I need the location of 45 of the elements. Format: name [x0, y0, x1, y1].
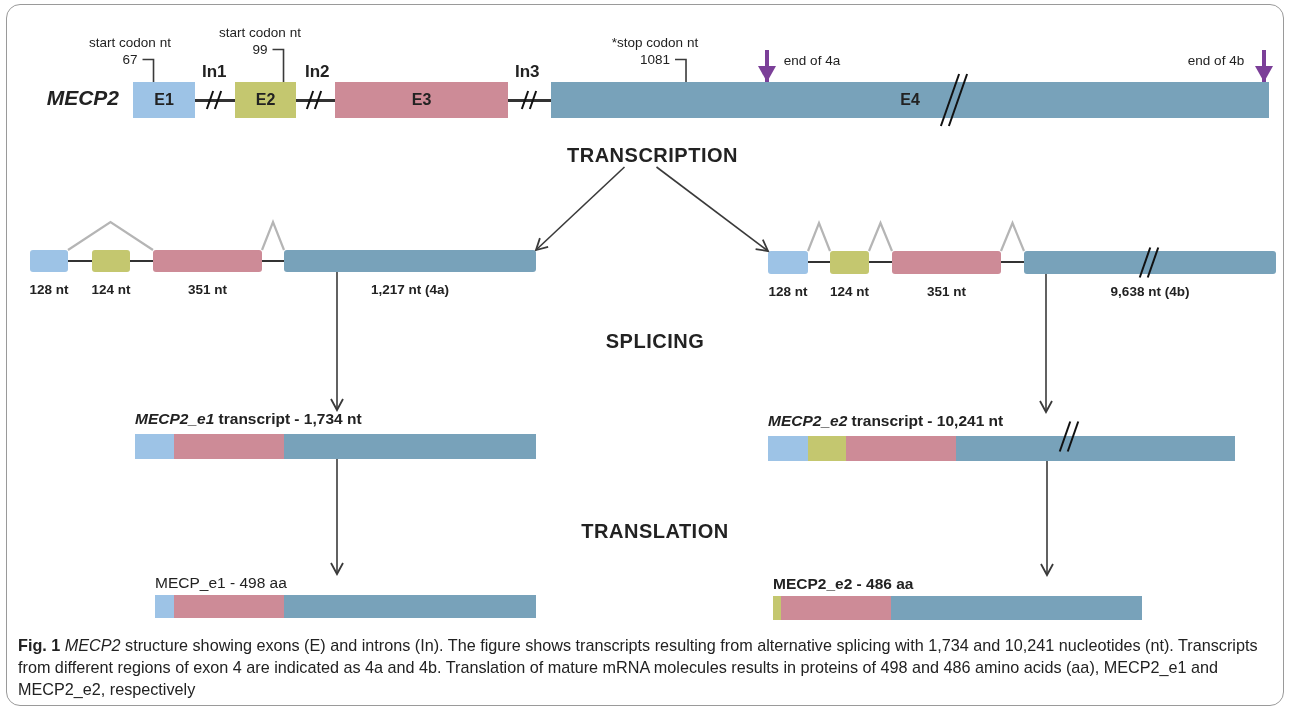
callout-text: end of 4a	[780, 52, 844, 69]
length-label: 9,638 nt (4b)	[1110, 284, 1190, 299]
callout-text: start codon nt 99	[218, 24, 302, 58]
leader-line	[271, 48, 285, 83]
length-label: 351 nt	[188, 282, 227, 297]
exon-box: E2	[235, 82, 296, 118]
intron-label: In2	[305, 62, 330, 82]
splice-line	[806, 220, 832, 252]
length-label: 351 nt	[927, 284, 966, 299]
length-label: 124 nt	[830, 284, 869, 299]
callout-text: *stop codon nt 1081	[608, 34, 702, 68]
callout-text: end of 4b	[1184, 52, 1248, 69]
intron-label: In1	[202, 62, 227, 82]
splice-line	[260, 219, 286, 251]
length-label: 128 nt	[29, 282, 69, 297]
arrow	[330, 458, 344, 575]
arrow	[758, 50, 776, 82]
exon-box: E1	[133, 82, 195, 118]
exon-box: E3	[335, 82, 508, 118]
intron-label: In3	[515, 62, 540, 82]
process-label: TRANSLATION	[580, 520, 730, 543]
protein-title: MECP2_e2 - 486 aa	[773, 575, 914, 593]
leader-line	[674, 58, 687, 83]
arrow	[655, 166, 769, 252]
splice-line	[1000, 220, 1025, 252]
transcript-title: MECP2_e1 transcript - 1,734 nt	[135, 410, 362, 428]
length-label: 1,217 nt (4a)	[371, 282, 449, 297]
protein-title: MECP_e1 - 498 aa	[155, 574, 287, 592]
process-label: SPLICING	[604, 330, 706, 353]
splice-line	[67, 220, 154, 251]
arrow	[1039, 273, 1053, 413]
length-label: 124 nt	[91, 282, 131, 297]
transcript-title: MECP2_e2 transcript - 10,241 nt	[768, 412, 1004, 430]
exon-box: E4	[551, 82, 1269, 118]
process-label: TRANSCRIPTION	[560, 144, 745, 167]
gene-name: MECP2	[46, 86, 119, 110]
callout-text: start codon nt 67	[88, 34, 172, 68]
arrow	[1255, 50, 1273, 82]
arrow	[330, 271, 344, 411]
leader-line	[141, 58, 155, 83]
splice-line	[868, 220, 893, 252]
arrow	[535, 166, 626, 251]
arrow	[1040, 460, 1054, 576]
figure-caption: Fig. 1 MECP2 structure showing exons (E) and introns (In). The figure shows transcripts resulting from alternative splicing with 1,734 and 10,241 nucleotides (nt). Transcripts from different regions of exon 4 are indicated as 4a and 4b. Translation of mature mRNA molecules results in proteins of 498 and 486 amino acids (aa), MECP2_e1 and MECP2_e2, respectively	[18, 635, 1259, 700]
length-label: 128 nt	[768, 284, 808, 299]
